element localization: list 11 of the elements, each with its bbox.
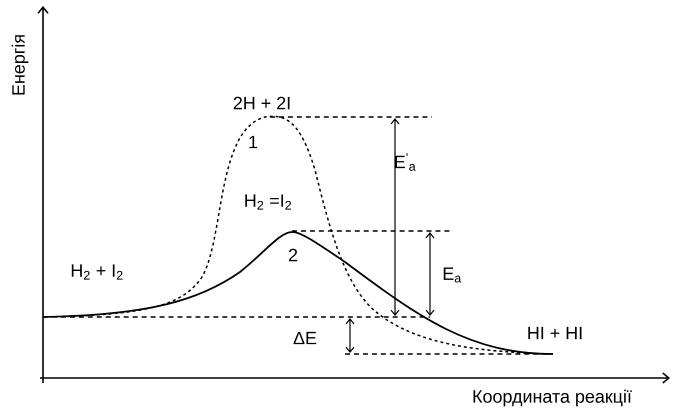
energy-label: ΔE bbox=[294, 332, 316, 344]
energy-label: E$^{'}$a bbox=[395, 153, 416, 171]
curve-number: 1 bbox=[249, 136, 258, 148]
axis-label: Енергія bbox=[12, 35, 28, 95]
curve-number: 2 bbox=[288, 248, 298, 262]
species-label: H$_{2}$ + I$_{2}$ bbox=[72, 264, 123, 280]
energy-label: E$_{a}$ bbox=[444, 267, 462, 283]
species-label: H$_{2}$ =I$_{2}$ bbox=[245, 194, 292, 210]
species-label: 2H + 2I bbox=[234, 96, 290, 110]
axis-label: Координата реакції bbox=[474, 390, 632, 406]
species-label: HI + HI bbox=[528, 326, 582, 340]
